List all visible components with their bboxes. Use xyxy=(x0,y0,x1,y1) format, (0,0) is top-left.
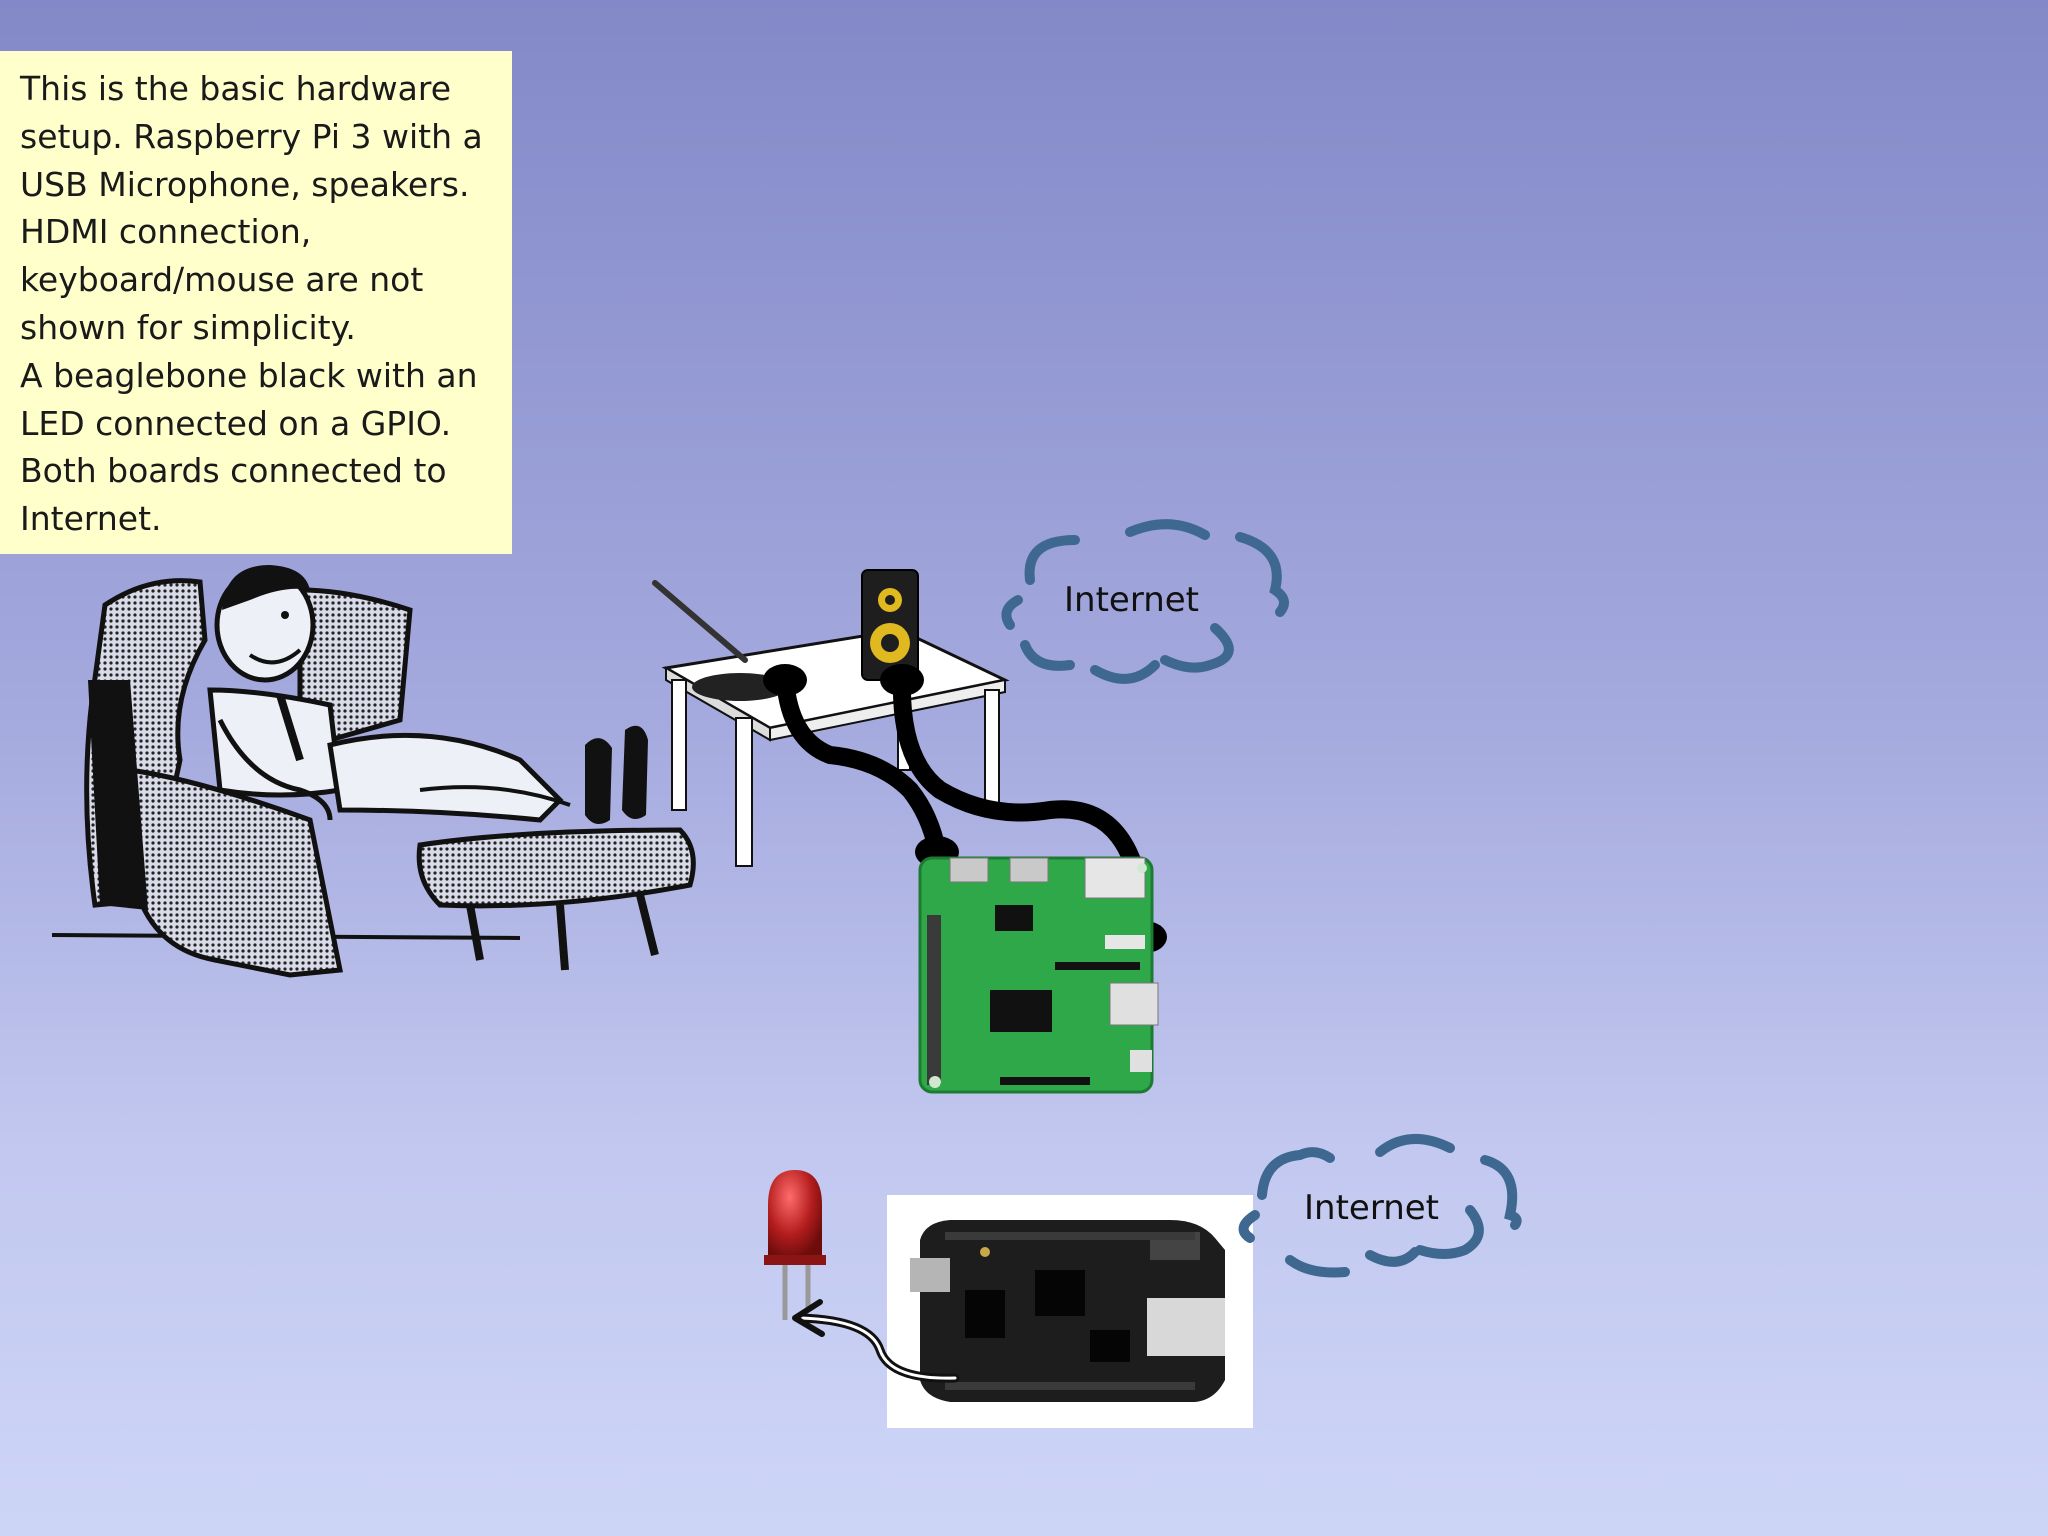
internet-label-bottom: Internet xyxy=(1304,1188,1440,1228)
note-line: A beaglebone black with an xyxy=(20,355,478,395)
led-illustration xyxy=(764,1170,826,1320)
note-line: Both boards connected to xyxy=(20,451,447,491)
internet-cloud-top xyxy=(1001,519,1289,684)
gpio-wire-arrow xyxy=(792,1299,960,1383)
note-line: LED connected on a GPIO. xyxy=(20,403,452,443)
man-in-armchair-illustration xyxy=(51,565,696,978)
raspberry-pi-board xyxy=(918,856,1159,1094)
note-line: setup. Raspberry Pi 3 with a xyxy=(20,116,483,156)
note-line: HDMI connection, xyxy=(20,212,312,252)
speaker-illustration xyxy=(861,569,919,681)
note-line: USB Microphone, speakers. xyxy=(20,164,470,204)
note-line: keyboard/mouse are not xyxy=(20,260,424,300)
internet-label-top: Internet xyxy=(1064,580,1200,620)
internet-cloud-bottom xyxy=(1238,1133,1522,1278)
description-note: This is the basic hardware setup. Raspbe… xyxy=(0,51,512,554)
table-illustration xyxy=(661,628,1010,867)
note-line: Internet. xyxy=(20,499,162,539)
beaglebone-black-board xyxy=(887,1195,1253,1428)
note-line: shown for simplicity. xyxy=(20,307,356,347)
note-line: This is the basic hardware xyxy=(20,69,452,108)
